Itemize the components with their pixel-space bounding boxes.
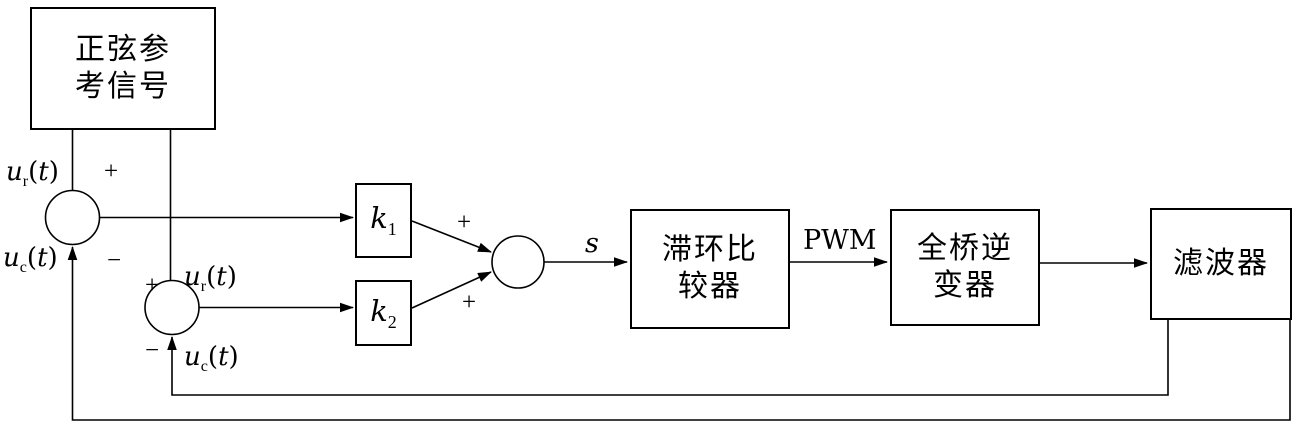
signal-label-uc-sum1: uc(t) [3,243,58,277]
block-hysteresis-comparator-line2: 较器 [678,270,742,303]
sum2-plus-sign: + [145,272,160,299]
block-filter-line1: 滤波器 [1173,246,1269,280]
block-filter: 滤波器 [1150,208,1292,320]
block-hysteresis-comparator-line1: 滞环比 [662,233,758,267]
arrow-k1-to-sum3 [411,220,492,253]
block-fullbridge-inverter-line2: 变器 [933,268,997,302]
sum3-plus-sign-top: + [457,209,472,236]
sum1-plus-sign: + [104,158,119,185]
signal-label-s: s [585,228,599,259]
summing-junction-2 [144,279,200,336]
summing-junction-1 [44,189,101,246]
gain-k2-label: k2 [370,293,397,332]
block-gain-k1: k1 [355,183,412,258]
sum3-plus-sign-bottom: + [462,289,477,316]
block-fullbridge-inverter-line1: 全桥逆 [917,231,1013,265]
block-fullbridge-inverter: 全桥逆 变器 [890,209,1040,326]
sum2-minus-sign: − [145,337,160,364]
arrow-k2-to-sum3 [411,271,492,309]
block-sine-reference-line1: 正弦参 [75,32,171,66]
feedback-outer-filter-to-sum1 [67,246,1291,421]
sum1-minus-sign: − [107,247,122,274]
block-sine-reference-line2: 考信号 [75,69,171,103]
signal-label-ur-sum2: ur(t) [184,262,237,296]
block-sine-reference: 正弦参 考信号 [30,7,216,130]
gain-k1-label: k1 [370,201,397,239]
summing-junction-3 [491,235,545,289]
block-hysteresis-comparator: 滞环比 较器 [630,209,790,329]
block-gain-k2: k2 [355,280,412,346]
feedback-inner-filter-to-sum2 [167,320,1169,396]
signal-label-pwm: PWM [803,225,877,256]
signal-label-ur-sum1: ur(t) [6,157,59,191]
signal-label-uc-sum2: uc(t) [184,342,239,376]
